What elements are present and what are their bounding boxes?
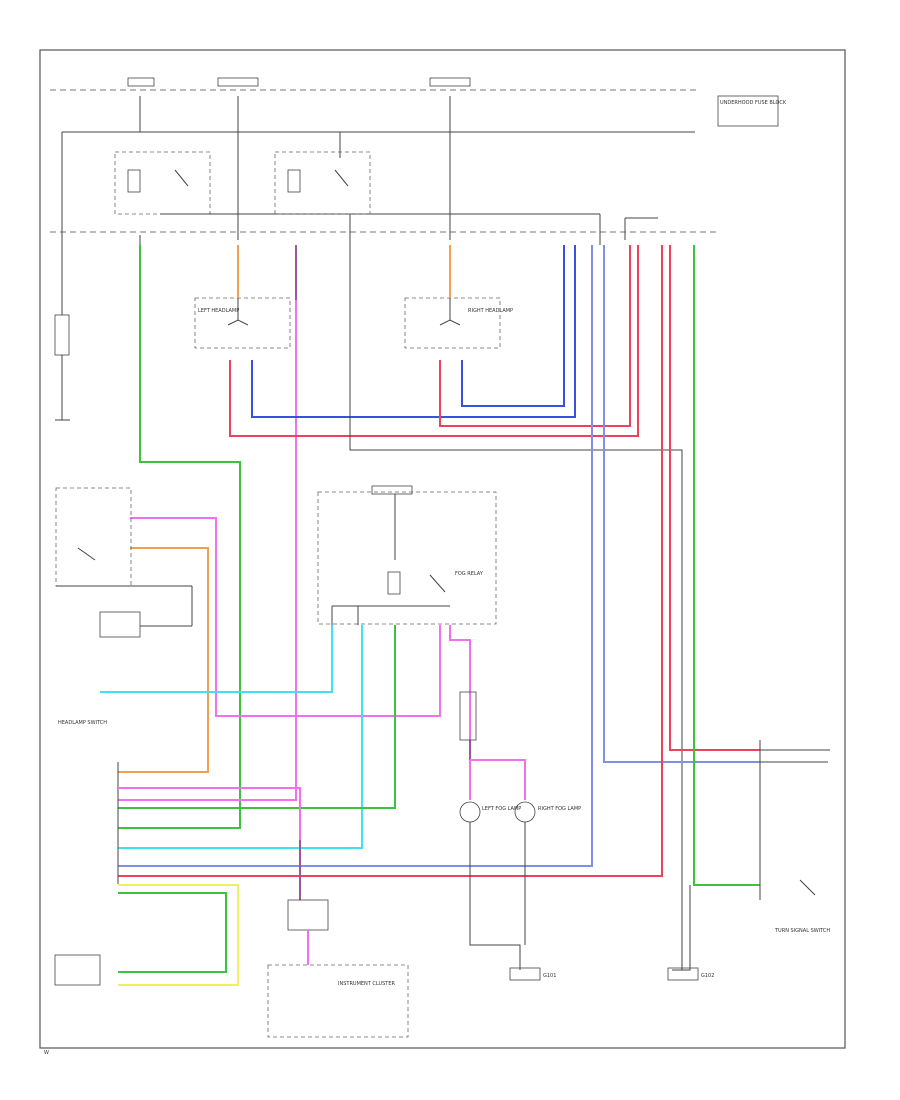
wire-fog-ground: [469, 822, 521, 970]
fog-relay: [317, 485, 497, 625]
left-connector-block: [54, 762, 119, 986]
relay-group: [61, 96, 695, 240]
wire-green-right: [693, 245, 760, 886]
wire-green-left: [118, 245, 241, 829]
wire-green-fog: [118, 625, 396, 809]
label-footer: W: [44, 1050, 49, 1056]
fog-lamp-connectors: [459, 691, 526, 800]
right-fog-lamp: [514, 801, 536, 823]
turn-signal-switch: [759, 740, 830, 900]
label-turn-signal-switch: TURN SIGNAL SWITCH: [774, 928, 830, 934]
label-ground-left: G101: [543, 973, 556, 979]
left-sensor-module: [54, 245, 70, 421]
instrument-cluster: [267, 899, 409, 1038]
left-fog-lamp: [459, 801, 481, 823]
label-headlamp-switch: HEADLAMP SWITCH: [58, 720, 107, 726]
diagram-frame: [39, 49, 846, 1049]
wire-red-right-lamp: [439, 245, 631, 427]
wire-blue-left-lamp: [251, 245, 576, 418]
wire-pink-296: [118, 245, 297, 801]
label-instrument-cluster: INSTRUMENT CLUSTER: [338, 981, 396, 987]
label-fog-relay: FOG RELAY: [455, 571, 484, 577]
wire-cyan-2: [118, 625, 363, 849]
wire-orange-switch: [118, 547, 209, 773]
wire-red-long: [669, 245, 760, 751]
headlamp-switch: [55, 487, 193, 638]
left-headlamp: [194, 297, 291, 349]
ground-right: [667, 885, 699, 981]
wire-green-bottom: [118, 892, 227, 973]
wire-blue-right-lamp: [461, 245, 565, 407]
right-headlamp: [404, 297, 501, 349]
label-left-fog: LEFT FOG LAMP: [482, 806, 521, 812]
wire-pink-fog: [449, 625, 471, 775]
fuse-block-pins: [61, 214, 601, 245]
wire-dark-350: [349, 245, 683, 970]
label-left-headlamp: LEFT HEADLAMP: [198, 308, 239, 314]
wire-red-left-lamp: [229, 245, 639, 437]
wire-yellow: [118, 884, 239, 986]
hot-labels: [127, 77, 779, 127]
label-right-headlamp: RIGHT HEADLAMP: [468, 308, 513, 314]
wire-cyan: [100, 625, 333, 693]
wire-pink-cluster: [118, 787, 301, 900]
wire-lightblue-bottom: [118, 245, 593, 867]
label-underhood-fuse: UNDERHOOD FUSE BLOCK: [720, 100, 787, 106]
label-ground-right: G102: [701, 973, 714, 979]
label-right-fog: RIGHT FOG LAMP: [538, 806, 581, 812]
wire-red-bottom: [118, 245, 663, 877]
wire-pink-switch: [130, 517, 441, 717]
wire-lightblue-right: [603, 245, 760, 763]
ground-left: [509, 967, 541, 981]
